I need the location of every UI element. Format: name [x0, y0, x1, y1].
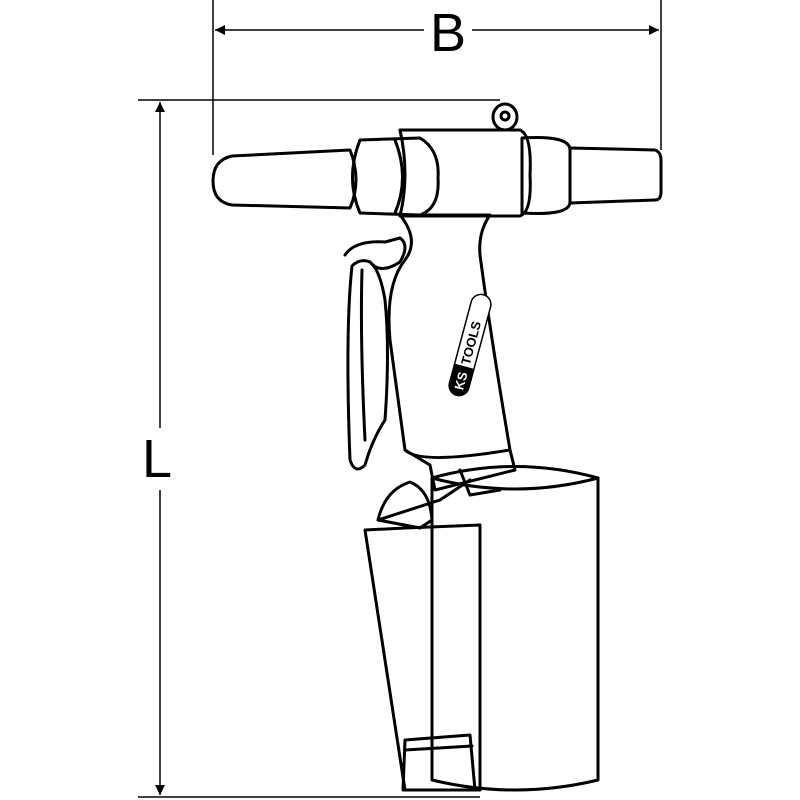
- trigger-lever: [343, 236, 407, 471]
- grip-handle: [376, 213, 517, 522]
- tool-head: [211, 102, 663, 218]
- dimension-label-b: B: [424, 6, 473, 60]
- svg-text:KS: KS: [451, 370, 470, 392]
- side-tube: [363, 480, 482, 792]
- air-canister: [430, 465, 600, 792]
- dimension-l: [138, 99, 500, 798]
- brand-logo: KS TOOLS: [448, 293, 492, 397]
- dimension-label-l: L: [142, 428, 173, 490]
